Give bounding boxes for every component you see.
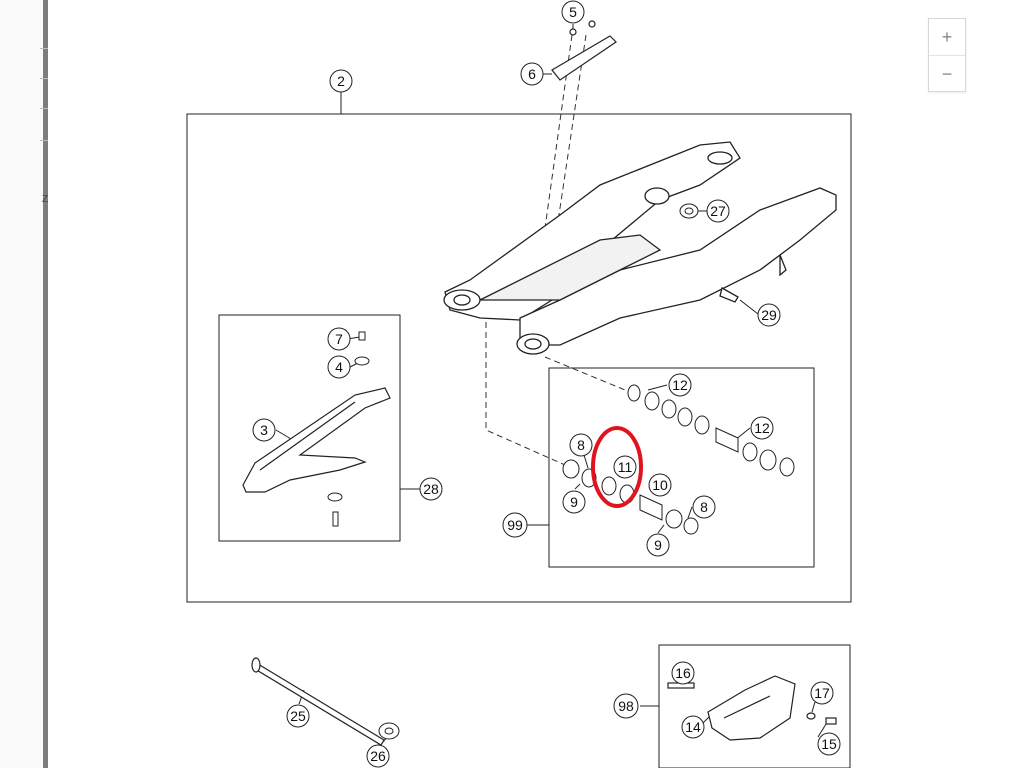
part-6-bracket bbox=[551, 20, 617, 81]
callout-11: 11 bbox=[613, 455, 637, 479]
callout-label: 29 bbox=[761, 307, 777, 323]
callout-label: 27 bbox=[710, 203, 726, 219]
part-26-axle-nut bbox=[378, 722, 400, 740]
callout-9-right: 9 bbox=[646, 533, 670, 557]
callout-label: 14 bbox=[685, 719, 701, 735]
callout-15: 15 bbox=[817, 732, 841, 756]
callout-label: 12 bbox=[672, 377, 688, 393]
callout-label: 10 bbox=[652, 477, 668, 493]
bearing-kit-group-box bbox=[548, 367, 815, 568]
part-7-screw bbox=[358, 331, 366, 341]
zoom-in-button[interactable]: + bbox=[929, 19, 965, 56]
chain-slider-group-box bbox=[218, 314, 401, 542]
rail-tick bbox=[40, 78, 48, 79]
part-slider-washer bbox=[327, 492, 343, 502]
callout-label: 2 bbox=[337, 73, 345, 89]
part-25-axle bbox=[251, 657, 385, 746]
callout-label: 5 bbox=[569, 4, 577, 20]
callout-label: 28 bbox=[423, 481, 439, 497]
rail-tick bbox=[40, 108, 48, 109]
callout-label: 9 bbox=[654, 537, 662, 553]
callout-10: 10 bbox=[648, 473, 672, 497]
callout-3: 3 bbox=[252, 418, 276, 442]
highlight-ellipse bbox=[591, 426, 643, 508]
callout-8-right: 8 bbox=[692, 495, 716, 519]
swingarm-part bbox=[443, 141, 837, 355]
callout-label: 99 bbox=[507, 517, 523, 533]
callout-12-lower: 12 bbox=[750, 416, 774, 440]
rail-text-fragment: Z bbox=[42, 194, 49, 205]
part-3-chain-slider bbox=[242, 387, 391, 493]
callout-99: 99 bbox=[502, 512, 528, 538]
callout-28: 28 bbox=[419, 477, 443, 501]
callout-12-upper: 12 bbox=[668, 373, 692, 397]
callout-label: 6 bbox=[528, 66, 536, 82]
callout-label: 4 bbox=[335, 359, 343, 375]
zoom-out-button[interactable]: − bbox=[941, 63, 953, 84]
callout-29: 29 bbox=[757, 303, 781, 327]
callout-4: 4 bbox=[327, 355, 351, 379]
bearing-kit-parts bbox=[562, 384, 795, 535]
left-side-rail: Z bbox=[0, 0, 48, 768]
callout-label: 15 bbox=[821, 736, 837, 752]
swingarm-group-box bbox=[186, 113, 852, 603]
rail-tick bbox=[40, 140, 48, 141]
callout-5: 5 bbox=[561, 0, 585, 24]
zoom-control: + − bbox=[928, 18, 966, 92]
callout-14: 14 bbox=[681, 715, 705, 739]
callout-25: 25 bbox=[286, 704, 310, 728]
part-27-nut bbox=[679, 203, 699, 219]
callout-label: 16 bbox=[675, 665, 691, 681]
callout-label: 26 bbox=[370, 748, 386, 764]
callout-6: 6 bbox=[520, 62, 544, 86]
callout-label: 7 bbox=[335, 331, 343, 347]
callout-26: 26 bbox=[366, 744, 390, 768]
callout-label: 12 bbox=[754, 420, 770, 436]
callout-label: 9 bbox=[570, 494, 578, 510]
callout-label: 98 bbox=[618, 698, 634, 714]
callout-label: 25 bbox=[290, 708, 306, 724]
callout-27: 27 bbox=[706, 199, 730, 223]
callout-17: 17 bbox=[810, 681, 834, 705]
callout-98: 98 bbox=[613, 693, 639, 719]
callout-7: 7 bbox=[327, 327, 351, 351]
callout-label: 8 bbox=[577, 437, 585, 453]
callout-9-left: 9 bbox=[562, 490, 586, 514]
callout-label: 11 bbox=[618, 459, 633, 475]
part-4-washer bbox=[354, 356, 370, 366]
callout-label: 17 bbox=[814, 685, 830, 701]
callout-16: 16 bbox=[671, 661, 695, 685]
part-slider-screw bbox=[332, 511, 339, 527]
callout-label: 3 bbox=[260, 422, 268, 438]
leader-lines bbox=[275, 24, 827, 749]
callout-8-left: 8 bbox=[569, 433, 593, 457]
rail-tick bbox=[40, 48, 48, 49]
callout-label: 8 bbox=[700, 499, 708, 515]
callout-2: 2 bbox=[329, 69, 353, 93]
